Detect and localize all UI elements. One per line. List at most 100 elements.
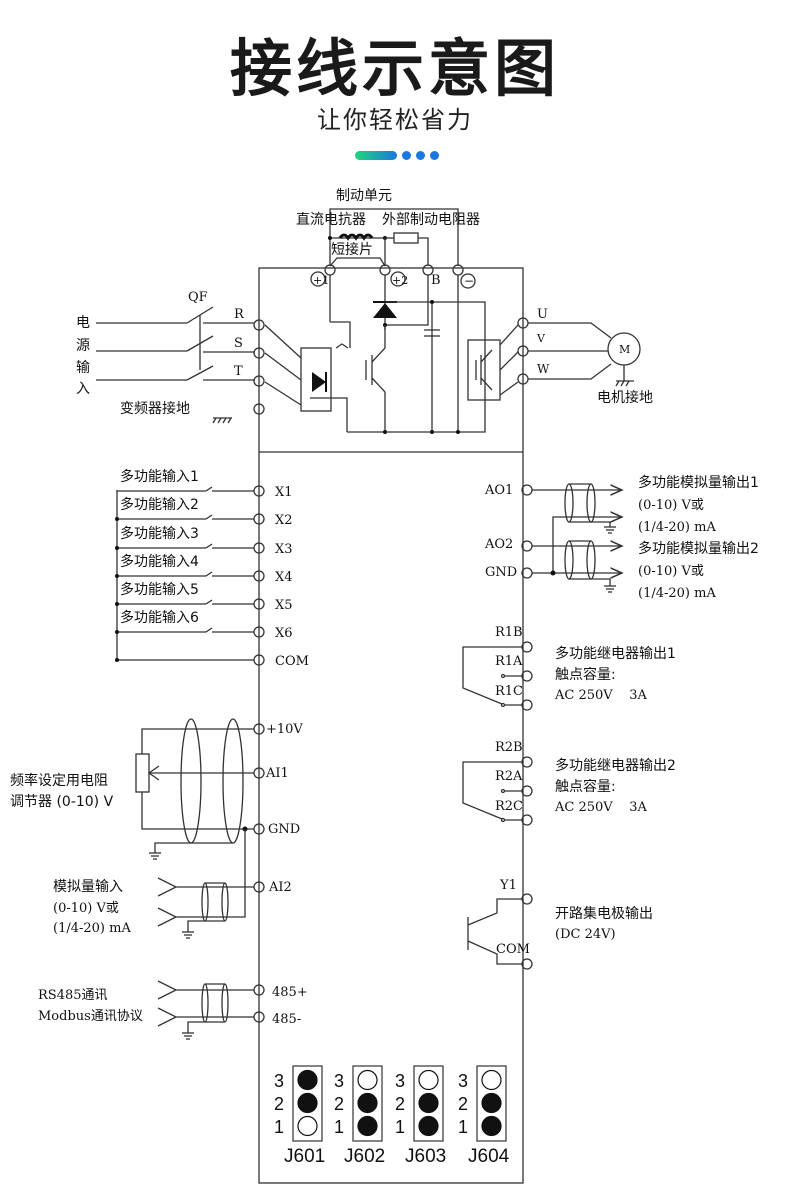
pot-label-line2: 调节器 (0-10) V xyxy=(10,794,114,810)
ai2-range-ma: (1/4-20) mA xyxy=(53,921,131,936)
relay-2: R2B R2A R2C 多功能继电器输出2 触点容量: AC 250V 3A xyxy=(462,740,676,826)
terminal-b-label: B xyxy=(431,273,441,288)
pin-closed xyxy=(297,1069,318,1091)
terminal-s-label: S xyxy=(234,336,243,351)
pin-number: 3 xyxy=(395,1071,405,1091)
ao2-range-ma: (1/4-20) mA xyxy=(638,586,716,601)
digital-input-label: 多功能输入5 xyxy=(120,581,199,598)
relay-contact-icon xyxy=(335,343,349,349)
terminal-ground xyxy=(253,403,265,415)
accent-dot xyxy=(430,151,439,160)
terminal-s xyxy=(253,347,265,359)
digital-input-label: 多功能输入3 xyxy=(120,525,199,542)
pin-number: 2 xyxy=(274,1094,284,1114)
terminal-x6: X6 xyxy=(253,626,293,641)
rectifier-diode-icon xyxy=(312,372,326,392)
pin-closed xyxy=(418,1115,439,1137)
accent-dot xyxy=(402,151,411,160)
terminal-r2b-label: R2B xyxy=(495,740,523,755)
pin-open xyxy=(481,1069,502,1091)
pin-number: 3 xyxy=(274,1071,284,1091)
terminal-label: X2 xyxy=(275,513,293,528)
potentiometer-icon xyxy=(135,753,150,793)
pin-number: 2 xyxy=(395,1094,405,1114)
external-resistor-label: 外部制动电阻器 xyxy=(382,212,480,228)
modbus-label: Modbus通讯协议 xyxy=(38,1009,143,1024)
ao1-range-ma: (1/4-20) mA xyxy=(638,520,716,535)
ai2-label: 模拟量输入 xyxy=(53,879,123,895)
terminal-x5: X5 xyxy=(253,598,293,613)
analog-outputs: AO1 AO2 GND 多功能模拟量输出1 (0-10) V或 (1/4-20)… xyxy=(484,474,759,601)
terminal-plus2 xyxy=(379,264,391,276)
open-collector-output: Y1 COM 开路集电极输出 (DC 24V) xyxy=(467,878,653,970)
terminal-label: X5 xyxy=(275,598,293,613)
pot-label-line1: 频率设定用电阻 xyxy=(10,772,108,789)
terminal-r1b-label: R1B xyxy=(495,625,523,640)
page-title: 接线示意图 xyxy=(229,32,560,105)
digital-input-5: 多功能输入5 xyxy=(115,581,254,606)
inverter-ground-label: 变频器接地 xyxy=(120,400,190,417)
power-input-char: 入 xyxy=(76,381,90,397)
terminal-label: X6 xyxy=(275,626,293,641)
page-subtitle: 让你轻松省力 xyxy=(317,106,473,134)
terminal-label: COM xyxy=(275,654,309,669)
digital-input-6: 多功能输入6 xyxy=(115,609,254,634)
terminal-r2a-label: R2A xyxy=(495,769,523,784)
terminal-label: X3 xyxy=(275,542,293,557)
terminal-x3: X3 xyxy=(253,542,293,557)
digital-input-label: 多功能输入2 xyxy=(120,496,199,513)
power-circuit xyxy=(264,275,519,434)
pin-number: 3 xyxy=(334,1071,344,1091)
inverter-body xyxy=(258,267,524,1184)
ao2-range-v: (0-10) V或 xyxy=(638,564,704,579)
shorting-bar-label: 短接片 xyxy=(331,241,373,258)
jumper-label: J602 xyxy=(344,1146,385,1167)
digital-input-3: 多功能输入3 xyxy=(115,525,254,550)
terminal-t xyxy=(253,375,265,387)
terminal-ai1-label: AI1 xyxy=(265,766,289,781)
inverter-bridge xyxy=(467,339,501,401)
power-input-char: 电 xyxy=(76,315,90,331)
resistor-icon xyxy=(393,232,419,244)
terminal-label: X4 xyxy=(275,570,293,585)
diode-icon xyxy=(373,303,397,318)
pin-closed xyxy=(357,1092,378,1114)
relay2-rating: AC 250V 3A xyxy=(554,800,647,815)
terminal-minus-label: − xyxy=(464,274,474,288)
ao1-label: 多功能模拟量输出1 xyxy=(638,474,759,491)
relay2-label: 多功能继电器输出2 xyxy=(555,757,676,774)
digital-input-2: 多功能输入2 xyxy=(115,496,254,521)
relay-1: R1B R1A R1C 多功能继电器输出1 触点容量: AC 250V 3A xyxy=(462,625,676,711)
pin-number: 1 xyxy=(274,1117,284,1137)
terminal-minus xyxy=(452,264,464,276)
terminal-x1: X1 xyxy=(253,485,293,500)
jumper-label: J601 xyxy=(284,1146,325,1167)
motor-output: U V W M 电机接地 xyxy=(517,307,653,406)
terminal-t-label: T xyxy=(234,364,243,379)
terminal-r1a-label: R1A xyxy=(495,654,523,669)
relay1-label: 多功能继电器输出1 xyxy=(555,645,676,662)
terminal-y1-label: Y1 xyxy=(499,878,517,893)
ground-icon xyxy=(212,417,232,424)
pin-number: 1 xyxy=(334,1117,344,1137)
rs485-label: RS485通讯 xyxy=(38,988,108,1003)
terminal-com: COM xyxy=(253,654,309,669)
relay1-rating: AC 250V 3A xyxy=(554,688,647,703)
analog-inputs: +10V AI1 GND 频率设定用电阻 调节器 (0-10) V AI2 xyxy=(10,718,303,939)
digital-input-label: 多功能输入6 xyxy=(120,609,199,626)
terminal-r2c-label: R2C xyxy=(495,799,523,814)
pin-closed xyxy=(297,1092,318,1114)
motor-ground-label: 电机接地 xyxy=(597,389,653,406)
terminal-ai2-label: AI2 xyxy=(268,880,292,895)
terminal-r1c-label: R1C xyxy=(495,684,523,699)
power-input-char: 输 xyxy=(76,360,90,376)
terminal-plus1-label: +1 xyxy=(313,274,329,287)
pin-number: 1 xyxy=(458,1117,468,1137)
pin-number: 2 xyxy=(334,1094,344,1114)
terminal-w-label: W xyxy=(537,362,550,376)
reactor-coil-icon xyxy=(338,233,374,241)
motor-label: M xyxy=(619,343,630,356)
